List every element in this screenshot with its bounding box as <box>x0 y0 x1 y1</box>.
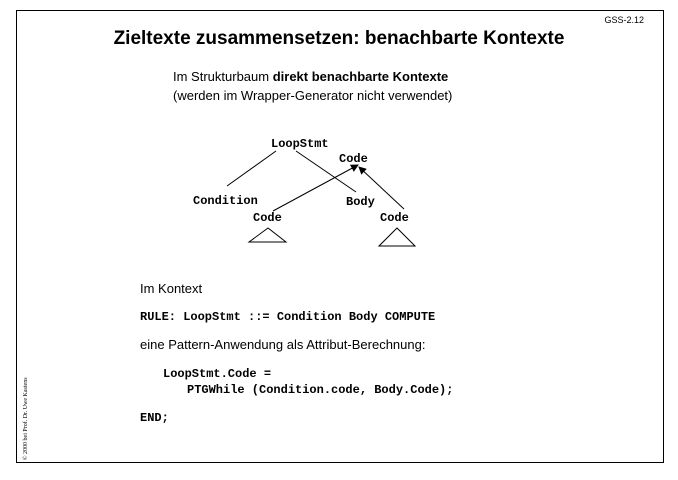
code-block: LoopStmt.Code = PTGWhile (Condition.code… <box>163 366 453 398</box>
node-body: Body <box>346 195 375 209</box>
node-loopstmt: LoopStmt <box>271 137 329 151</box>
pattern-label: eine Pattern-Anwendung als Attribut-Bere… <box>140 337 426 352</box>
intro-bold: direkt benachbarte Kontexte <box>272 69 449 84</box>
subtree-left <box>247 227 288 243</box>
edge-root-left <box>226 150 277 187</box>
code-line-1: LoopStmt.Code = <box>163 367 272 381</box>
slide-frame <box>16 10 664 463</box>
dependency-arrow-left <box>272 164 359 212</box>
intro-text: Im Strukturbaum direkt benachbarte Konte… <box>173 67 452 105</box>
intro-prefix: Im Strukturbaum <box>173 69 273 84</box>
node-loopstmt-code: Code <box>339 152 368 166</box>
intro-line-1: Im Strukturbaum direkt benachbarte Konte… <box>173 67 452 86</box>
edge-root-right <box>295 150 357 193</box>
copyright-note: © 2000 bei Prof. Dr. Uwe Kastens <box>23 377 29 460</box>
node-body-code: Code <box>380 211 409 225</box>
intro-line-2: (werden im Wrapper-Generator nicht verwe… <box>173 88 453 103</box>
page-title: Zieltexte zusammensetzen: benachbarte Ko… <box>113 28 565 49</box>
code-line-2: PTGWhile (Condition.code, Body.Code); <box>187 383 454 397</box>
rule-line: RULE: LoopStmt ::= Condition Body COMPUT… <box>140 310 436 324</box>
dependency-arrow-right <box>358 166 405 210</box>
end-line: END; <box>140 411 169 425</box>
subtree-right <box>377 227 417 247</box>
slide-id: GSS-2.12 <box>604 15 644 25</box>
context-label: Im Kontext <box>140 281 203 296</box>
node-condition: Condition <box>193 194 258 208</box>
node-condition-code: Code <box>253 211 282 225</box>
